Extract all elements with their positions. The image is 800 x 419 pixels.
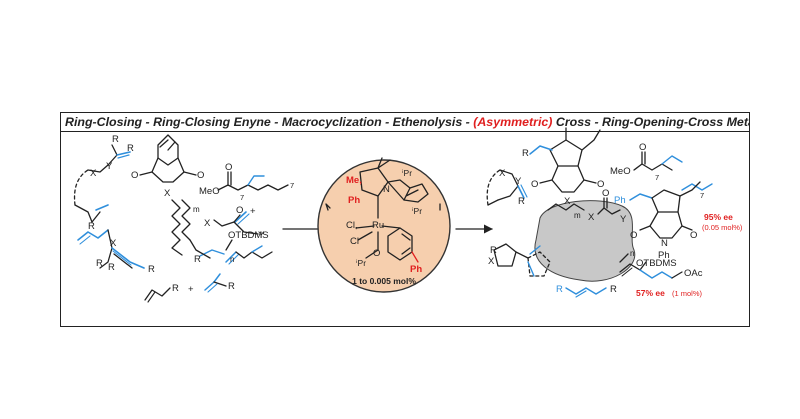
- left-o1: O: [131, 170, 138, 181]
- right-x4: X: [488, 256, 495, 267]
- left-x1: X: [90, 168, 97, 179]
- title-highlight: (Asymmetric): [473, 115, 553, 129]
- right-x2: X: [499, 168, 506, 179]
- cat-ipr2: ⁱPr: [412, 206, 422, 216]
- left-sub7b: 7: [290, 181, 294, 190]
- right-x3: X: [588, 212, 595, 223]
- left-sub7a: 7: [240, 193, 244, 202]
- right-meo: MeO: [610, 166, 631, 177]
- right-ee2-sub: (1 mol%): [672, 289, 703, 298]
- left-o3: O: [225, 162, 232, 173]
- catalyst: [317, 157, 451, 293]
- title-part2: Cross - Ring-Opening-Cross Metathesis: [555, 115, 749, 129]
- right-y1: Y: [515, 176, 522, 187]
- left-m: m: [193, 205, 200, 214]
- right-o1: O: [531, 179, 538, 190]
- left-r4: R: [194, 254, 201, 265]
- right-r2: R: [518, 196, 525, 207]
- cat-loading: 1 to 0.005 mol%: [352, 276, 416, 286]
- left-meo: MeO: [199, 186, 220, 197]
- cat-o: O: [373, 248, 380, 259]
- title-banner: Ring-Closing - Ring-Closing Enyne - Macr…: [60, 112, 750, 132]
- right-r1: R: [522, 148, 529, 159]
- right-n: n: [630, 249, 634, 258]
- cat-ph2: Ph: [410, 264, 422, 275]
- left-x3: X: [204, 218, 211, 229]
- title-part1: Ring-Closing - Ring-Closing Enyne - Macr…: [65, 115, 474, 129]
- left-x4: X: [110, 238, 117, 249]
- left-ester-chain: [217, 171, 289, 225]
- left-plus1: +: [250, 206, 256, 217]
- right-n2: N: [661, 238, 668, 249]
- left-r3: R: [88, 221, 95, 232]
- right-r3: R: [490, 245, 497, 256]
- right-o3: O: [639, 142, 646, 153]
- right-sub7a: 7: [655, 173, 659, 182]
- left-r6: R: [108, 262, 115, 273]
- right-ee1-sub: (0.05 mol%): [702, 223, 743, 232]
- left-plus2: +: [188, 284, 194, 295]
- left-cross-partners: [144, 273, 227, 303]
- right-x1: X: [564, 196, 571, 207]
- cat-me: Me,: [346, 175, 362, 186]
- left-o4: O: [236, 205, 243, 216]
- left-r9: R: [228, 281, 235, 292]
- right-sub7b: 7: [700, 191, 704, 200]
- left-r7: R: [148, 264, 155, 275]
- left-o2: O: [197, 170, 204, 181]
- right-oac: OAc: [684, 268, 703, 279]
- right-otbdms: OTBDMS: [636, 258, 677, 269]
- cat-ipr1: ⁱPr: [402, 168, 412, 178]
- left-x2: X: [164, 188, 171, 199]
- cat-ipr3: ⁱPr: [356, 258, 366, 268]
- right-ph2: Ph: [658, 250, 670, 261]
- right-o6: O: [690, 230, 697, 241]
- left-norbornene-imide: [139, 134, 197, 183]
- left-y2: Y: [258, 230, 265, 241]
- right-m: m: [574, 211, 581, 220]
- right-y2: Y: [620, 214, 627, 225]
- left-otbdms: OTBDMS: [228, 230, 269, 241]
- right-r5: R: [610, 284, 617, 295]
- left-n: n: [230, 255, 234, 264]
- right-enyne-product: [493, 243, 551, 277]
- right-ph1: Ph: [614, 195, 626, 206]
- right-asym-imide: [629, 181, 701, 239]
- right-cross-product: [565, 287, 607, 298]
- left-rcm-substrate: [73, 144, 131, 223]
- right-macrocycle: [534, 197, 636, 282]
- left-macro-precursor: [171, 199, 259, 259]
- right-ring-product: [486, 169, 528, 206]
- cat-cl2: Cl: [350, 236, 359, 247]
- right-bicyclic-imide: [529, 127, 601, 193]
- left-y1: Y: [106, 161, 113, 172]
- cat-ph1: Ph: [348, 195, 360, 206]
- left-r8: R: [172, 283, 179, 294]
- right-otbdms-product: [619, 261, 683, 279]
- left-otbdms-diene: [225, 239, 273, 265]
- right-o4: O: [602, 188, 609, 199]
- right-r4: R: [556, 284, 563, 295]
- cat-ru: Ru: [372, 220, 384, 231]
- cat-n: N: [383, 184, 390, 195]
- right-ee2: 57% ee: [636, 288, 665, 298]
- scheme-frame: [60, 131, 750, 327]
- left-r5: R: [96, 258, 103, 269]
- left-enyne-substrate: [77, 229, 145, 269]
- right-ester-chain: [633, 151, 713, 191]
- right-o2: O: [597, 179, 604, 190]
- right-ee1: 95% ee: [704, 212, 733, 222]
- left-r1: R: [112, 134, 119, 145]
- cat-cl1: Cl,: [346, 220, 358, 231]
- left-r2: R: [127, 143, 134, 154]
- right-o5: O: [630, 230, 637, 241]
